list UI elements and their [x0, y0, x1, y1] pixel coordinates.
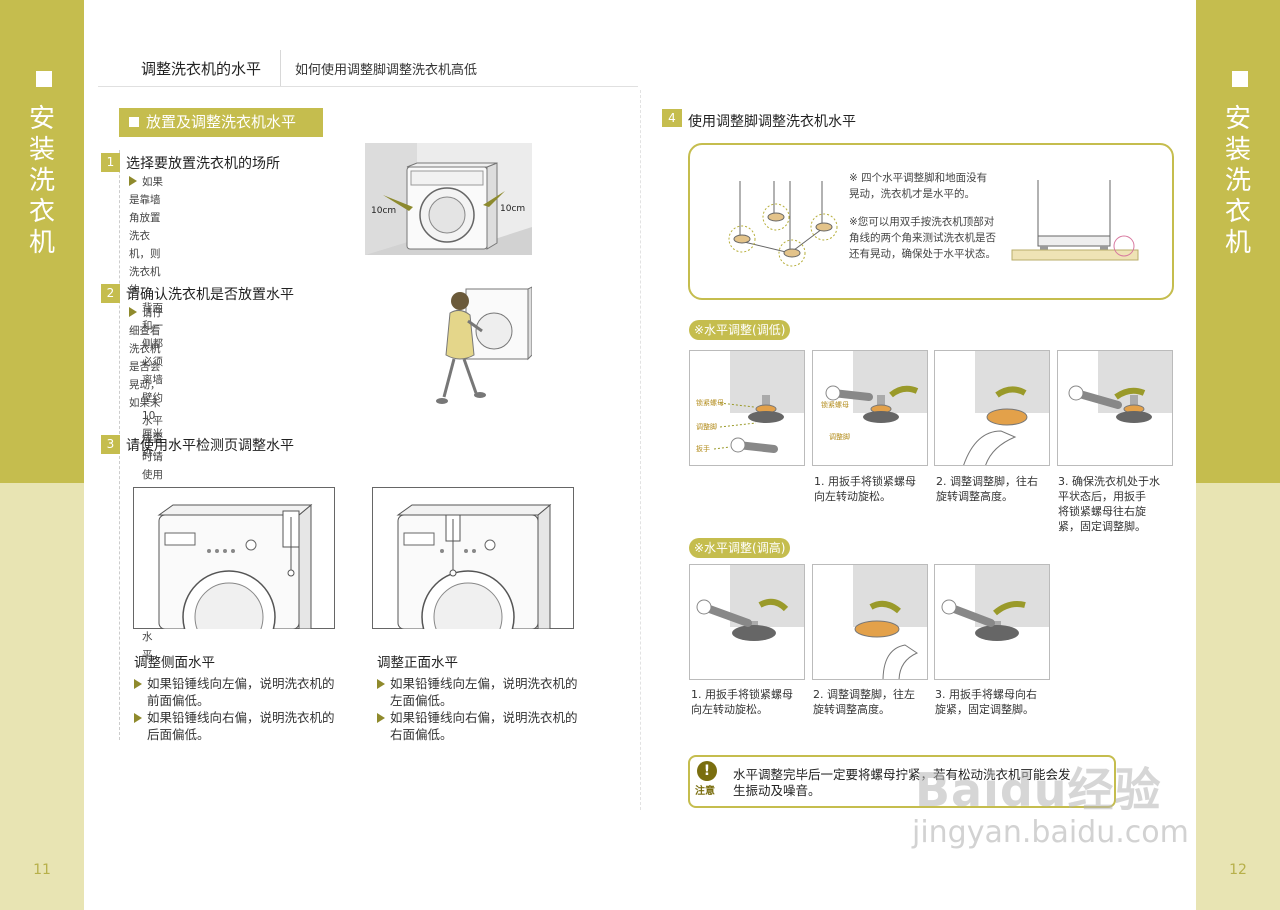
raise-caption-1: 1. 用扳手将锁紧螺母 向左转动旋松。 [691, 688, 793, 716]
bullet-arrow-icon [129, 307, 137, 317]
lower-step-1-illustration: 锁紧螺母 调整脚 扳手 [689, 350, 805, 466]
wrench-label: 扳手 [696, 444, 710, 453]
warning-icon: ! [697, 761, 717, 781]
step-number: 4 [662, 109, 682, 127]
page-title: 调整洗衣机的水平 [141, 60, 262, 78]
lower-step-4-illustration [1057, 350, 1173, 466]
watermark-url: jingyan.baidu.com [912, 815, 1189, 850]
tag-raise: ※水平调整(调高) [689, 538, 791, 558]
right-side-band: 安装洗衣机 12 [1196, 0, 1280, 910]
front-level-caption: 调整正面水平 如果铅锤线向左偏，说明洗衣机的左面偏低。 如果铅锤线向右偏，说明洗… [377, 655, 578, 742]
side-level-illustration [133, 487, 335, 629]
dimension-label-right: 10cm [500, 204, 525, 214]
warning-label: 注意 [695, 786, 715, 797]
bullet-arrow-icon [377, 679, 385, 689]
page-fold-line [640, 90, 641, 810]
step-number: 3 [101, 435, 120, 454]
front-level-illustration [372, 487, 574, 629]
band-light [1196, 483, 1280, 910]
watermark-brand: Baidu经验 [915, 763, 1162, 817]
page-subtitle: 如何使用调整脚调整洗衣机高低 [295, 63, 478, 78]
svg-text:调整脚: 调整脚 [829, 432, 850, 441]
header-divider [280, 50, 281, 86]
bullet-arrow-icon [134, 679, 142, 689]
bullet-arrow-icon [134, 713, 142, 723]
page-number-left: 11 [33, 862, 51, 878]
step-number: 1 [101, 153, 120, 172]
bullet-arrow-icon [129, 176, 137, 186]
raise-step-3-illustration [934, 564, 1050, 680]
level-feet-box [688, 143, 1174, 300]
warning-box: ! 注意 水平调整完毕后一定要将螺母拧紧，若有松动洗衣机可能会发 生振动及噪音。 [688, 755, 1116, 808]
feet-note: ※ 四个水平调整脚和地面没有 晃动，洗衣机才是水平的。 ※您可以用双手按洗衣机顶… [849, 172, 996, 260]
band-square-icon [36, 71, 52, 87]
header-rule [98, 86, 638, 87]
step-number: 2 [101, 284, 120, 303]
step-title: 使用调整脚调整洗衣机水平 [688, 114, 856, 130]
section-header: 放置及调整洗衣机水平 [119, 108, 323, 137]
checking-level-illustration [436, 286, 532, 404]
page-number-right: 12 [1229, 862, 1247, 878]
dimension-label-left: 10cm [371, 206, 396, 216]
raise-caption-2: 2. 调整调整脚，往左 旋转调整高度。 [813, 688, 915, 716]
square-icon [129, 117, 139, 127]
tag-lower: ※水平调整(调低) [689, 320, 791, 340]
lock-nut-label: 锁紧螺母 [696, 398, 724, 407]
step-title: 请确认洗衣机是否放置水平 [126, 287, 294, 303]
side-level-caption: 调整侧面水平 如果铅锤线向左偏，说明洗衣机的前面偏低。 如果铅锤线向右偏，说明洗… [134, 655, 335, 742]
corner-placement-illustration: 10cm 10cm [365, 143, 532, 255]
step-title: 请使用水平检测页调整水平 [126, 438, 294, 454]
lower-caption-1: 1. 用扳手将锁紧螺母 向左转动旋松。 [814, 475, 916, 503]
step-description: 如果是靠墙角放置洗衣机，则洗衣机的 背面和一侧都必须离墙壁约10厘米远。 [129, 176, 163, 458]
lower-step-3-illustration [934, 350, 1050, 466]
lower-step-2-illustration: 锁紧螺母 调整脚 [812, 350, 928, 466]
raise-step-1-illustration [689, 564, 805, 680]
raise-caption-3: 3. 用扳手将螺母向右 旋紧，固定调整脚。 [935, 688, 1037, 716]
lower-caption-2: 2. 调整调整脚，往右 旋转调整高度。 [936, 475, 1038, 503]
raise-step-2-illustration [812, 564, 928, 680]
band-light [0, 483, 84, 910]
lower-caption-3: 3. 确保洗衣机处于水 平状态后，用扳手 将锁紧螺母往右旋 紧，固定调整脚。 [1058, 475, 1160, 533]
bullet-arrow-icon [377, 713, 385, 723]
vertical-chapter-title: 安装洗衣机 [1224, 104, 1251, 258]
svg-text:锁紧螺母: 锁紧螺母 [821, 400, 849, 409]
warning-text: 水平调整完毕后一定要将螺母拧紧，若有松动洗衣机可能会发 生振动及噪音。 [733, 767, 1071, 798]
vertical-chapter-title: 安装洗衣机 [28, 104, 55, 258]
band-square-icon [1232, 71, 1248, 87]
floor-level-illustration [1011, 180, 1139, 261]
feet-diagram-illustration [728, 181, 838, 267]
adjust-foot-label: 调整脚 [696, 422, 717, 431]
step-title: 选择要放置洗衣机的场所 [126, 156, 280, 172]
left-side-band: 安装洗衣机 11 [0, 0, 84, 910]
